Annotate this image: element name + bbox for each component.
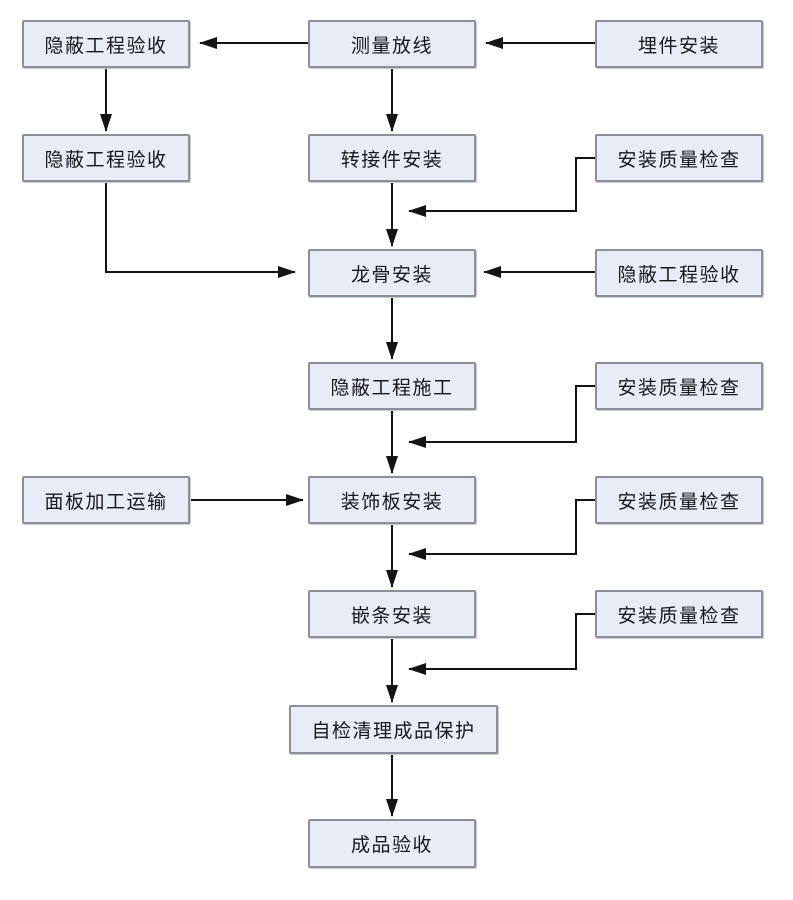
node-hidden-acceptance-2: 隐蔽工程验收	[22, 134, 190, 182]
node-panel-install: 装饰板安装	[308, 476, 476, 524]
node-quality-check-1: 安装质量检查	[595, 134, 763, 182]
node-keel-install: 龙骨安装	[308, 249, 476, 297]
node-quality-check-4: 安装质量检查	[595, 590, 763, 638]
node-hidden-acceptance-1: 隐蔽工程验收	[22, 20, 190, 68]
node-adapter-install: 转接件安装	[308, 134, 476, 182]
arrow-qc2-elbow	[408, 385, 595, 448]
node-hidden-construction: 隐蔽工程施工	[308, 362, 476, 410]
node-trim-install: 嵌条安装	[308, 590, 476, 638]
node-final-acceptance: 成品验收	[308, 819, 476, 868]
node-self-check-protect: 自检清理成品保护	[289, 705, 498, 754]
arrow-qc1-elbow	[408, 157, 595, 217]
node-quality-check-2: 安装质量检查	[595, 362, 763, 410]
node-measure-layout: 测量放线	[308, 20, 476, 68]
node-embed-install: 埋件安装	[595, 20, 763, 68]
arrow-qc4-elbow	[408, 613, 595, 675]
node-hidden-acceptance-3: 隐蔽工程验收	[595, 249, 763, 297]
arrow-acceptance2-to-keel	[105, 182, 296, 278]
node-quality-check-3: 安装质量检查	[595, 476, 763, 524]
arrow-qc3-elbow	[408, 499, 595, 560]
node-panel-transport: 面板加工运输	[22, 476, 190, 524]
